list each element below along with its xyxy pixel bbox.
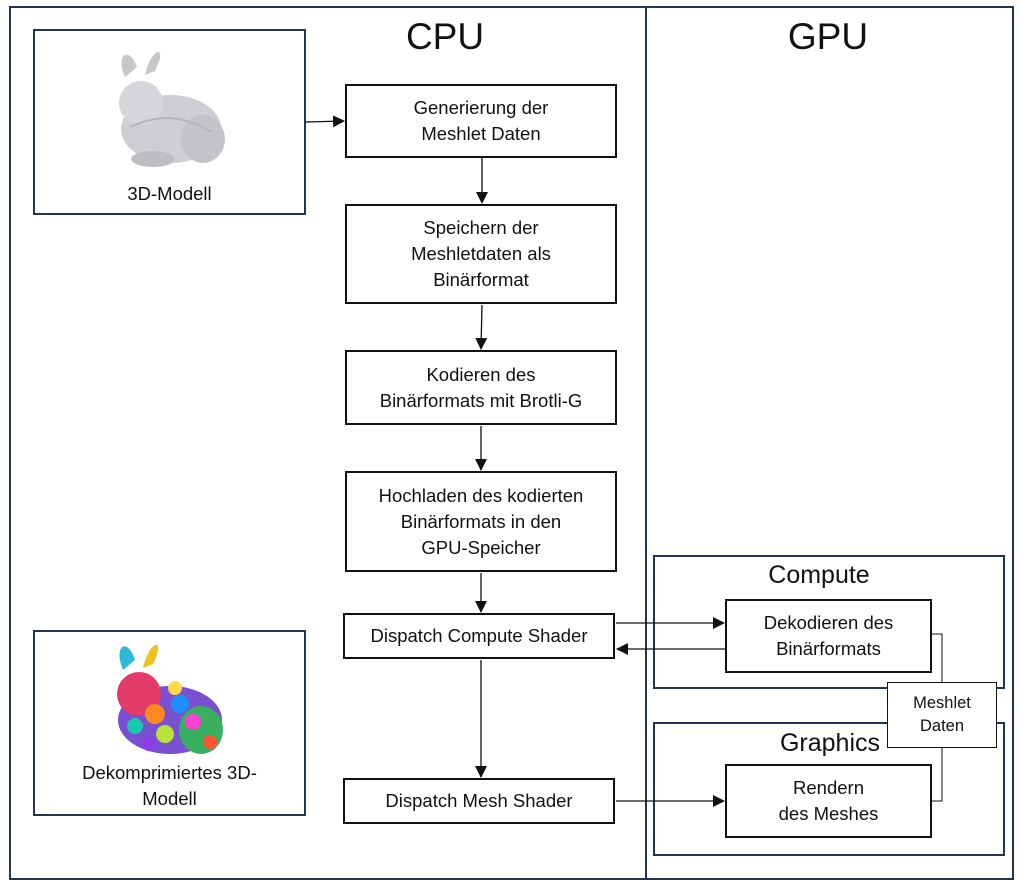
step-generate-meshlets: Generierung der Meshlet Daten <box>345 84 617 158</box>
step-upload-gpu: Hochladen des kodierten Binärformats in … <box>345 471 617 572</box>
compute-title: Compute <box>768 561 870 589</box>
step-encode-brotli: Kodieren des Binärformats mit Brotli-G <box>345 350 617 425</box>
output-model-panel: Dekomprimiertes 3D- Modell <box>33 630 306 816</box>
input-model-caption: 3D-Modell <box>127 183 212 204</box>
step-store-binary: Speichern der Meshletdaten als Binärform… <box>345 204 617 304</box>
output-model-caption: Dekomprimiertes 3D- Modell <box>82 762 257 809</box>
gpu-column <box>645 6 1014 880</box>
gray-bunny-image <box>119 51 225 167</box>
input-model-panel: 3D-Modell <box>33 29 306 215</box>
cpu-heading: CPU <box>405 16 485 57</box>
step-decode-binary: Dekodieren des Binärformats <box>725 599 932 673</box>
gpu-heading: GPU <box>787 16 869 57</box>
meshlet-data-badge: Meshlet Daten <box>887 682 997 748</box>
colored-bunny-image <box>117 644 223 754</box>
step-dispatch-compute: Dispatch Compute Shader <box>343 613 615 659</box>
graphics-title: Graphics <box>779 729 881 757</box>
step-render-meshes: Rendern des Meshes <box>725 764 932 838</box>
step-dispatch-mesh: Dispatch Mesh Shader <box>343 778 615 824</box>
